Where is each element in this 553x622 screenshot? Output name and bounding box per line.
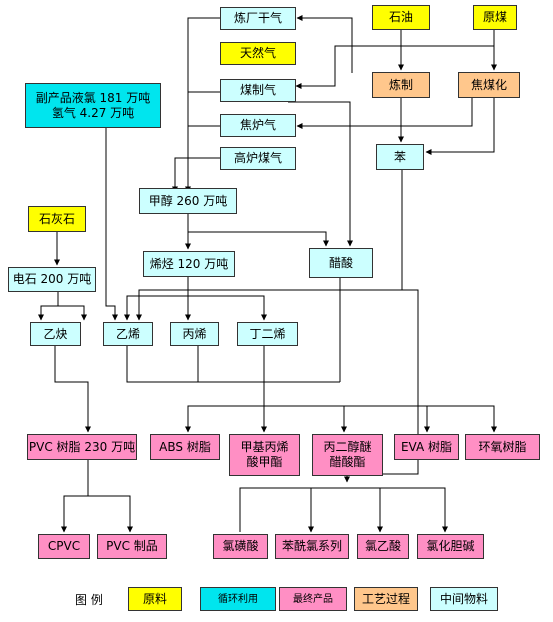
chlorosulfonic-acid-node: 氯磺酸 (213, 534, 268, 559)
petroleum-node: 石油 (372, 5, 430, 30)
ethylene-node: 乙烯 (103, 322, 153, 346)
coking-node: 焦煤化 (458, 72, 520, 98)
byproduct-line-2: 氢气 4.27 万吨 (51, 105, 135, 120)
choline-chloride-node: 氯化胆碱 (417, 534, 484, 559)
pmma-line-2: 酸甲酯 (246, 455, 283, 469)
pvc-products-node: PVC 制品 (97, 534, 167, 559)
abs-resin-node: ABS 树脂 (150, 434, 220, 460)
eva-resin-node: EVA 树脂 (394, 434, 459, 460)
refinery-gas-node: 炼厂干气 (220, 7, 296, 30)
legend-intermediate: 中间物料 (430, 587, 498, 611)
limestone-node: 石灰石 (28, 206, 86, 232)
pmma-line-1: 甲基丙烯 (240, 440, 289, 454)
benzene-node: 苯 (376, 144, 424, 170)
legend-final-product: 最终产品 (279, 587, 347, 611)
acetic-acid-node: 醋酸 (309, 248, 373, 278)
coke-oven-gas-node: 焦炉气 (220, 114, 296, 137)
legend-recycled: 循环利用 (200, 587, 276, 611)
pvc-resin-node: PVC 树脂 230 万吨 (27, 434, 137, 460)
pdap-node: 丙二醇醚 醋酸酯 (312, 434, 383, 476)
coal-gas-node: 煤制气 (220, 79, 296, 102)
pdap-line-2: 醋酸酯 (329, 455, 366, 469)
pmma-node: 甲基丙烯 酸甲酯 (229, 434, 300, 476)
byproduct-node: 副产品液氯 181 万吨 氢气 4.27 万吨 (25, 83, 161, 128)
propylene-node: 丙烯 (170, 322, 219, 346)
legend-process: 工艺过程 (354, 587, 418, 611)
natural-gas-node: 天然气 (220, 42, 296, 65)
butadiene-node: 丁二烯 (237, 322, 298, 346)
chloroacetic-acid-node: 氯乙酸 (357, 534, 409, 559)
refining-node: 炼制 (372, 72, 430, 98)
pdap-line-1: 丙二醇醚 (323, 440, 372, 454)
legend-raw-material: 原料 (128, 587, 182, 611)
raw-coal-node: 原煤 (473, 5, 517, 30)
legend-title: 图 例 (75, 593, 103, 607)
acetylene-node: 乙炔 (30, 322, 81, 346)
methanol-node: 甲醇 260 万吨 (139, 188, 237, 214)
blast-furnace-gas-node: 高炉煤气 (220, 147, 296, 170)
benzoyl-chloride-node: 苯酰氯系列 (275, 534, 349, 559)
olefins-node: 烯烃 120 万吨 (143, 251, 235, 277)
byproduct-line-1: 副产品液氯 181 万吨 (35, 90, 151, 105)
carbide-node: 电石 200 万吨 (8, 267, 96, 292)
cpvc-node: CPVC (38, 534, 90, 559)
epoxy-resin-node: 环氧树脂 (465, 434, 540, 460)
